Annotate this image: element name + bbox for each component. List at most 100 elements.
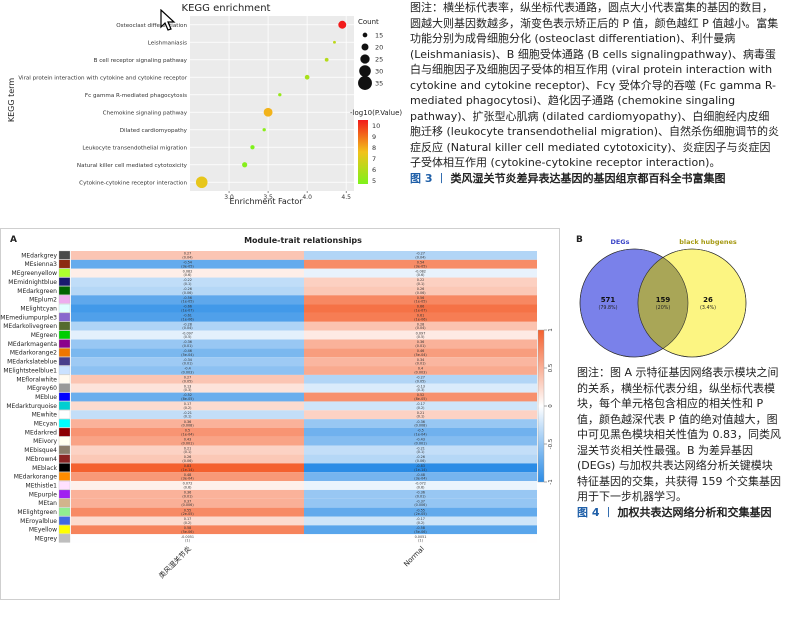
cell-correlation: -0.83 bbox=[416, 464, 425, 468]
module-color-swatch bbox=[58, 463, 71, 472]
module-color-swatch bbox=[58, 330, 71, 340]
module-color-swatch bbox=[58, 392, 71, 402]
heatmap-cell bbox=[304, 374, 537, 384]
heatmap-cell bbox=[71, 463, 304, 473]
module-label: MEmediumpurple3 bbox=[0, 314, 57, 321]
cell-correlation: -0.5 bbox=[417, 429, 424, 433]
heatmap-cell bbox=[71, 268, 304, 278]
module-label: MEdarkolivegreen bbox=[3, 323, 57, 330]
heatmap-cell bbox=[71, 410, 304, 420]
cell-correlation: 0.082 bbox=[183, 269, 193, 273]
module-label: MEdarkmagenta bbox=[8, 341, 58, 348]
cell-pvalue: (2e-05) bbox=[181, 512, 194, 516]
cell-pvalue: (1e-14) bbox=[181, 468, 194, 472]
cell-correlation: 0.48 bbox=[184, 473, 192, 477]
module-label: MEbrown4 bbox=[26, 456, 57, 463]
cell-correlation: -0.66 bbox=[183, 305, 192, 309]
module-label: MEbisque4 bbox=[24, 447, 57, 454]
cell-correlation: -0.27 bbox=[416, 376, 425, 380]
cell-correlation: 0.27 bbox=[184, 252, 192, 256]
heatmap-cell bbox=[71, 277, 304, 287]
module-color-swatch bbox=[58, 277, 71, 286]
cell-correlation: -0.52 bbox=[183, 393, 192, 397]
cell-pvalue: (0.01) bbox=[182, 494, 193, 498]
heatmap-cell bbox=[71, 366, 304, 375]
module-label: MEcyan bbox=[34, 421, 57, 428]
cell-correlation: -0.28 bbox=[183, 322, 192, 326]
heatmap-cell bbox=[304, 312, 537, 322]
module-label: MEdarkred bbox=[25, 429, 57, 436]
heatmap-cell bbox=[71, 312, 304, 322]
heatmap-cell bbox=[71, 419, 304, 428]
heatmap-cell bbox=[304, 251, 537, 260]
cell-correlation: -0.22 bbox=[183, 278, 192, 282]
cell-correlation: 0.36 bbox=[417, 340, 425, 344]
color-legend-label: 7 bbox=[372, 155, 376, 163]
cell-correlation: 0.28 bbox=[417, 322, 425, 326]
heatmap-cell bbox=[71, 295, 304, 305]
kegg-title: KEGG enrichment bbox=[182, 3, 271, 14]
cell-correlation: 0.56 bbox=[417, 296, 425, 300]
cell-correlation: 0.55 bbox=[184, 508, 192, 512]
heatmap-cell bbox=[304, 410, 537, 420]
module-color-swatch bbox=[58, 525, 71, 534]
count-legend-dot bbox=[361, 43, 369, 51]
heatmap-cell bbox=[304, 259, 537, 269]
count-legend-label: 15 bbox=[375, 32, 383, 40]
cell-correlation: -0.082 bbox=[415, 269, 426, 273]
cell-pvalue: (3e-05) bbox=[414, 264, 427, 268]
cell-correlation: 0.5 bbox=[185, 429, 190, 433]
heatmap-cell bbox=[71, 251, 304, 260]
cell-pvalue: (1e-04) bbox=[181, 432, 194, 436]
heatmap-scale-ticks: 10.50-0.5-1 bbox=[544, 328, 554, 485]
module-label: MEdarkorange bbox=[14, 474, 58, 481]
module-label: MEblack bbox=[32, 465, 57, 472]
cell-correlation: 0.26 bbox=[184, 455, 192, 459]
cell-pvalue: (1e-04) bbox=[414, 432, 427, 436]
cell-correlation: 0.097 bbox=[416, 331, 426, 335]
heatmap-cell bbox=[71, 454, 304, 464]
venn-region-count: 159 bbox=[656, 296, 671, 304]
caption-lead: 图注： bbox=[410, 1, 443, 14]
heatmap-cell bbox=[304, 286, 537, 296]
kegg-term-label: Fc gamma R-mediated phagocytosis bbox=[85, 93, 187, 99]
color-legend-label: 6 bbox=[372, 166, 376, 174]
heatmap-title: Module-trait relationships bbox=[244, 236, 362, 245]
module-label: MEpurple bbox=[29, 491, 58, 498]
kegg-x-tick-label: 3.5 bbox=[263, 194, 273, 201]
heatmap-cell bbox=[71, 357, 304, 367]
scale-tick-label: -1 bbox=[548, 479, 554, 484]
module-label: MEivory bbox=[33, 438, 57, 445]
cell-pvalue: (0.06) bbox=[182, 459, 193, 463]
cell-pvalue: (0.008) bbox=[414, 424, 427, 428]
cell-pvalue: (1e-05) bbox=[181, 300, 194, 304]
cell-pvalue: (1e-06) bbox=[181, 317, 194, 321]
heatmap-cell bbox=[71, 401, 304, 411]
heatmap-cell bbox=[304, 481, 537, 490]
caption-body: 图 A 示特征基因网络表示模块之间的关系，横坐标代表分组，纵坐标代表模块，每个单… bbox=[577, 366, 781, 503]
module-label: MEthistle1 bbox=[26, 482, 58, 489]
cell-pvalue: (5e-04) bbox=[414, 353, 427, 357]
cell-pvalue: (5e-06) bbox=[181, 530, 194, 534]
module-color-swatch bbox=[58, 516, 71, 525]
kegg-point bbox=[304, 74, 310, 80]
module-label: MEfloralwhite bbox=[16, 376, 57, 383]
cell-pvalue: (0.04) bbox=[415, 326, 426, 330]
kegg-term-label: B cell receptor signaling pathway bbox=[94, 58, 188, 64]
heatmap-cell bbox=[304, 304, 537, 313]
module-label: MEgrey bbox=[35, 536, 58, 543]
cell-correlation: 0.13 bbox=[184, 384, 192, 388]
cell-correlation: -0.37 bbox=[416, 499, 425, 503]
heatmap-cell bbox=[304, 428, 537, 437]
heatmap-cell bbox=[304, 268, 537, 278]
kegg-term-label: Cytokine-cytokine receptor interaction bbox=[79, 180, 187, 186]
module-color-swatch bbox=[58, 312, 71, 322]
cell-pvalue: (0.05) bbox=[415, 379, 426, 383]
module-color-swatch bbox=[58, 286, 71, 295]
kegg-point bbox=[262, 128, 266, 132]
cell-pvalue: (1e-05) bbox=[414, 300, 427, 304]
kegg-term-label: Natural killer cell mediated cytotoxicit… bbox=[77, 163, 188, 169]
